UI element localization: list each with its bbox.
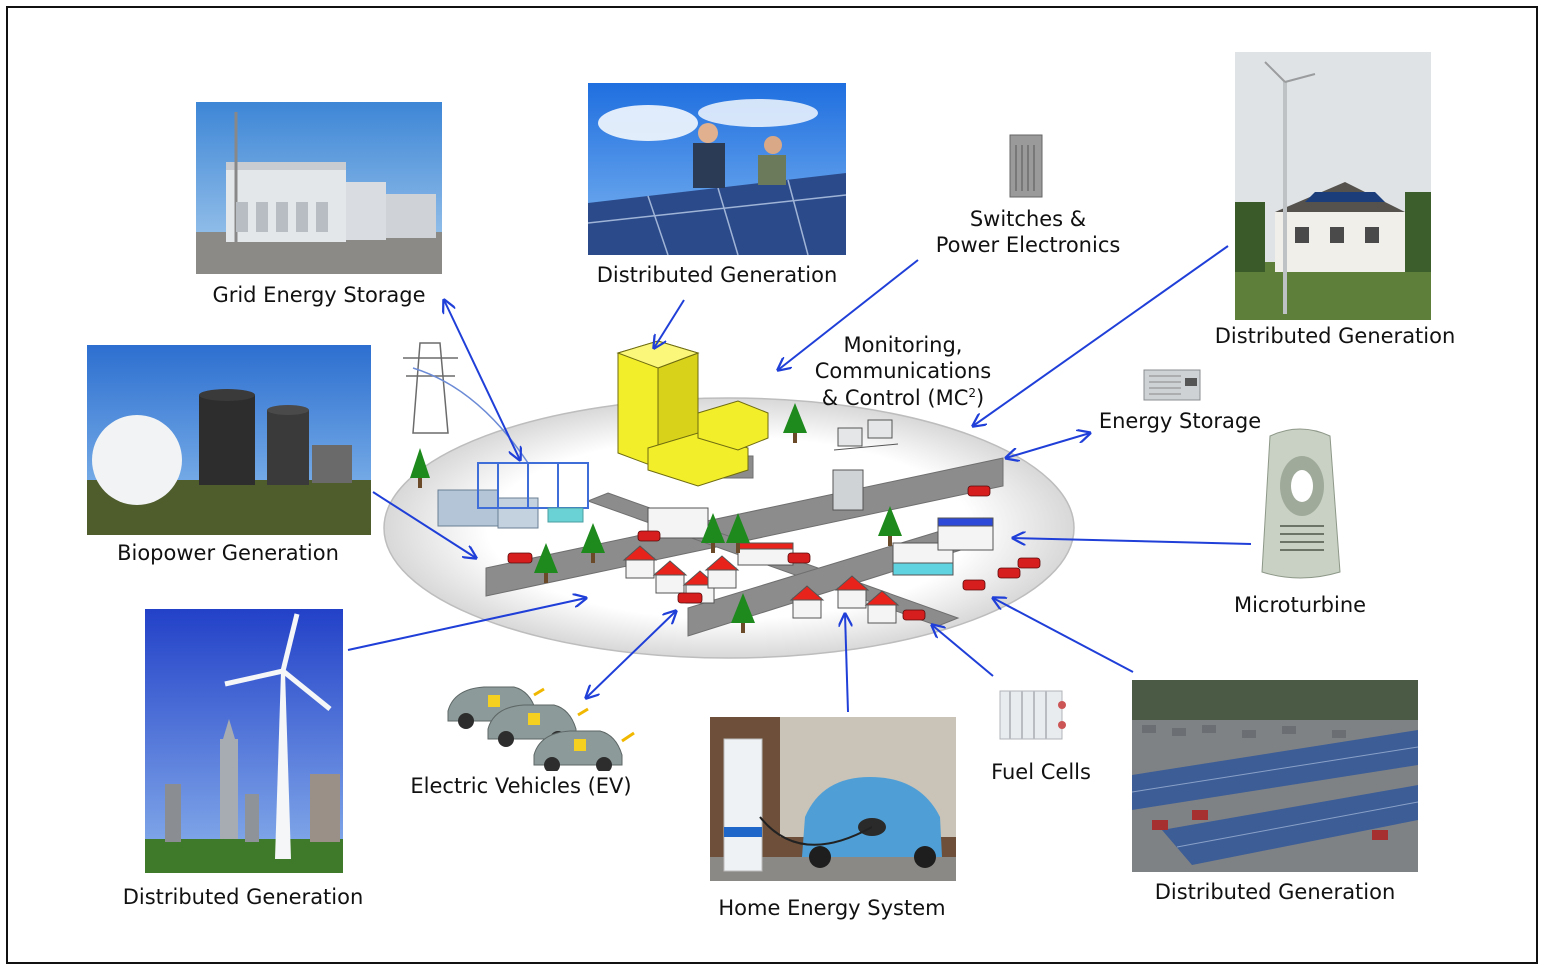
home-energy-system-label: Home Energy System (718, 896, 946, 920)
distributed-generation-right-top-label: Distributed Generation (1214, 324, 1456, 348)
fuel-cells-label: Fuel Cells (991, 760, 1091, 784)
biopower-generation-label: Biopower Generation (117, 541, 339, 565)
diagram-frame: Grid Energy Storage Distributed Generati… (6, 6, 1538, 964)
substation-icon (437, 462, 589, 529)
switches-label: Switches & Power Electronics (918, 206, 1138, 259)
ev-car-icon (444, 671, 642, 771)
monitoring-label-line1: Monitoring, (843, 333, 963, 357)
energy-storage-label: Energy Storage (1098, 409, 1262, 433)
solar-carport-photo (1132, 680, 1418, 872)
battery-cabinet-icon (1143, 366, 1201, 402)
car-icon (507, 485, 1041, 621)
switches-label-line2: Power Electronics (935, 233, 1121, 258)
grid-energy-storage-photo (196, 102, 442, 274)
microturbine-label: Microturbine (1233, 593, 1367, 617)
distributed-generation-bottom-left-label: Distributed Generation (122, 885, 364, 909)
monitoring-label: Monitoring, Communications & Control (MC… (808, 332, 998, 411)
home-energy-system-photo (710, 717, 956, 881)
monitoring-label-line2: Communications (814, 359, 992, 384)
tree-icon (410, 403, 902, 633)
grid-energy-storage-label: Grid Energy Storage (212, 283, 426, 307)
control-station-icon (832, 419, 899, 511)
rooftop-solar-photo (588, 83, 846, 255)
monitoring-label-line3: & Control (MC2) (821, 385, 985, 410)
distributed-generation-bottom-right-label: Distributed Generation (1154, 880, 1396, 904)
server-rack-icon (1008, 133, 1044, 199)
microgrid-city-scene (347, 245, 1252, 713)
office-tower-icon (616, 340, 769, 487)
microturbine-unit-icon (1256, 426, 1344, 582)
city-wind-turbine-photo (145, 609, 343, 873)
distributed-generation-top-label: Distributed Generation (596, 263, 838, 287)
biopower-plant-photo (87, 345, 371, 535)
switches-label-line1: Switches & (969, 207, 1087, 231)
home-wind-turbine-photo (1235, 52, 1431, 320)
electric-vehicles-label: Electric Vehicles (EV) (410, 774, 632, 798)
fuel-cell-icon (992, 681, 1070, 753)
